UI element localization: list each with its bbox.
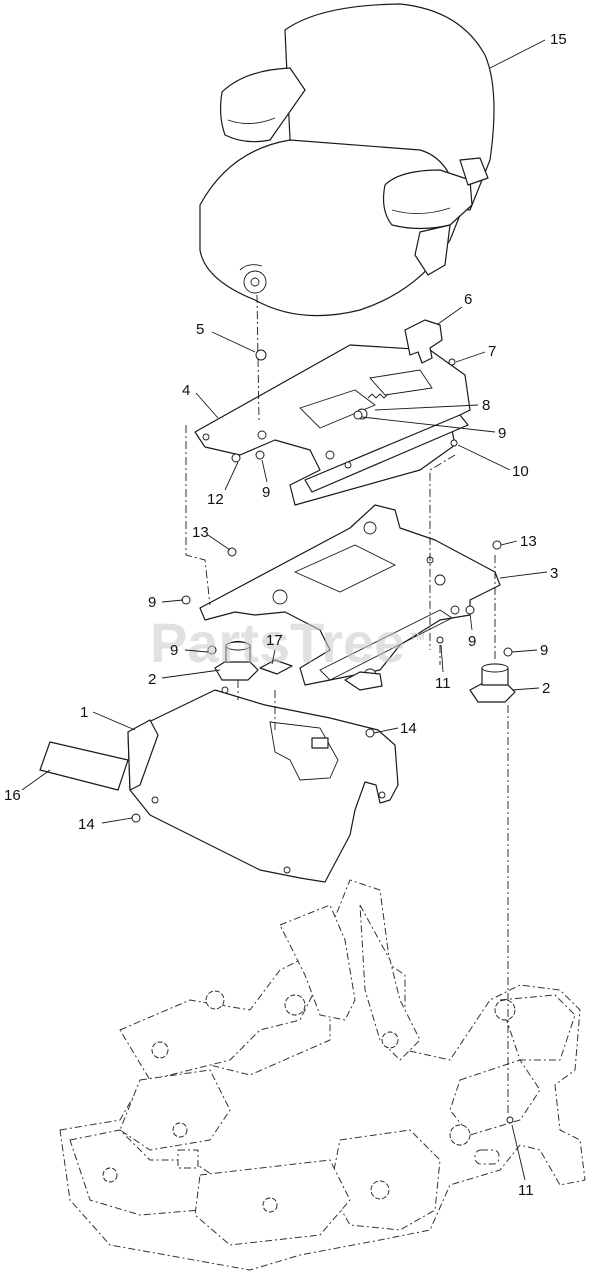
leader-lines <box>21 39 548 1181</box>
tractor-frame <box>59 879 586 1271</box>
seat-mount-plate <box>194 319 471 506</box>
callout-17: 17 <box>266 632 283 649</box>
seat-assembly <box>199 3 495 317</box>
callout-6: 6 <box>464 291 472 308</box>
callout-9-upper-left: 9 <box>262 484 270 501</box>
callout-3: 3 <box>550 565 558 582</box>
callout-7: 7 <box>488 343 496 360</box>
callout-11-lower: 11 <box>518 1182 534 1199</box>
callout-9-mid-right: 9 <box>468 633 476 650</box>
callout-2-right: 2 <box>542 680 550 697</box>
watermark: PartsTree TM <box>150 611 424 674</box>
callout-14-upper: 14 <box>400 720 417 737</box>
callout-13-right: 13 <box>520 533 537 550</box>
callout-11-upper: 11 <box>435 675 451 692</box>
callout-9-upper-right: 9 <box>498 425 506 442</box>
callout-5: 5 <box>196 321 204 338</box>
alignment-lines <box>185 294 509 1115</box>
callout-8: 8 <box>482 397 490 414</box>
hardware <box>131 349 514 1124</box>
callout-12: 12 <box>207 491 224 508</box>
callout-1: 1 <box>80 704 88 721</box>
callout-13-left: 13 <box>192 524 209 541</box>
callout-9-far-right: 9 <box>540 642 548 659</box>
watermark-text: PartsTree <box>150 611 405 674</box>
callout-4: 4 <box>182 382 190 399</box>
seat-pan <box>39 659 399 883</box>
callout-9-mid-left: 9 <box>148 594 156 611</box>
isolator-mounts <box>214 640 516 703</box>
callout-14-lower: 14 <box>78 816 95 833</box>
callout-labels: 15 6 5 7 4 8 9 10 12 9 13 13 3 9 17 9 9 … <box>4 31 567 1199</box>
callout-9-lower-left: 9 <box>170 642 178 659</box>
callout-2-left: 2 <box>148 671 156 688</box>
watermark-trademark: TM <box>410 632 424 643</box>
callout-10: 10 <box>512 463 529 480</box>
callout-16: 16 <box>4 787 21 804</box>
callout-15: 15 <box>550 31 567 48</box>
